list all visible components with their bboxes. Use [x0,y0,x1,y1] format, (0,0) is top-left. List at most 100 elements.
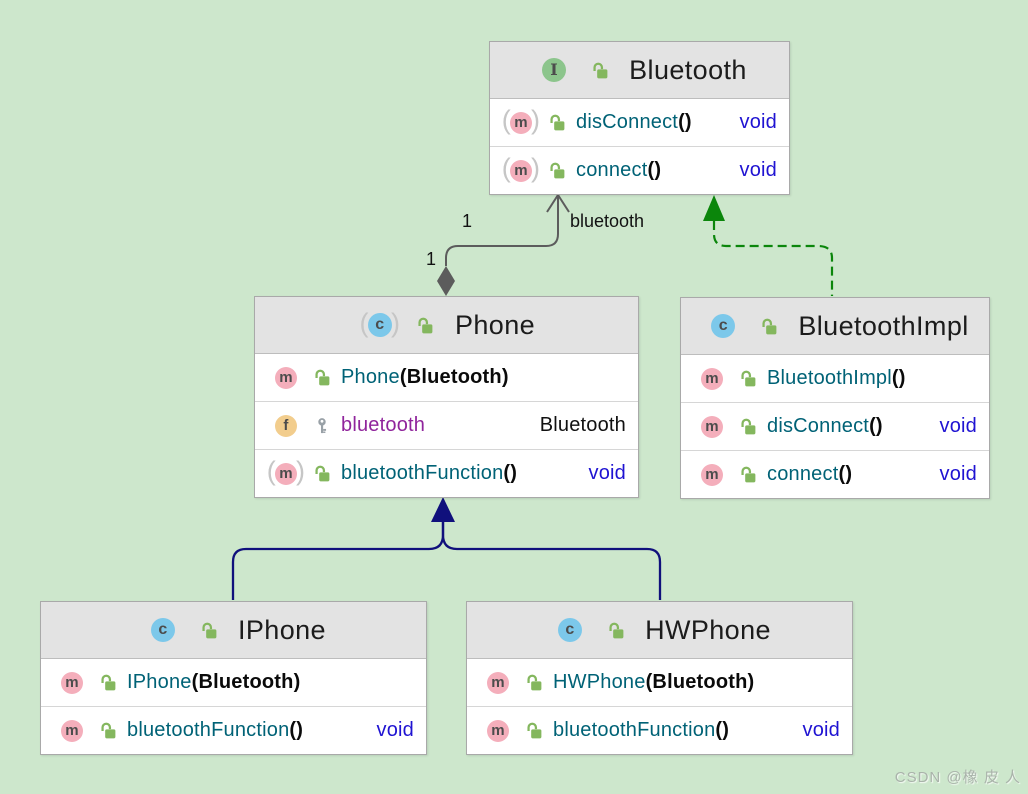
method-badge-icon: m [275,366,297,389]
method-visibility-icon: (m) [499,155,543,186]
member-type: void [802,719,840,741]
abstract-paren-icon: ( [501,105,511,135]
inheritance-edge-hwphone [441,522,662,600]
method-badge-icon: m [487,671,509,694]
field-visibility-icon: f [264,414,308,437]
class-badge-icon: c [367,313,392,337]
member-row-bluetoothfunction[interactable]: m bluetoothFunction() void [41,706,426,754]
class-badge-icon: c [151,618,175,642]
member-name: bluetoothFunction [553,719,716,741]
member-name: Phone [341,366,400,388]
unlocked-icon [593,62,608,78]
method-visibility-icon: m [50,671,94,694]
inheritance-arrowhead-icon [431,497,455,522]
multiplicity-label-source: 1 [426,249,437,269]
member-args: () [503,462,518,484]
field-badge-icon: f [275,414,297,437]
method-visibility-icon: (m) [264,458,308,489]
key-icon [318,417,327,433]
unlocked-icon [740,418,755,435]
unlocked-icon [740,370,755,387]
unlocked-icon [314,369,329,386]
class-title: Phone [454,309,536,340]
member-name: bluetoothFunction [127,719,290,741]
unlocked-icon [314,465,329,482]
unlocked-icon [526,722,541,739]
member-name: disConnect [576,111,679,133]
method-visibility-icon: m [50,719,94,742]
method-badge-icon: m [487,719,509,742]
unlocked-icon [100,674,115,691]
member-type: void [739,159,777,181]
member-args: () [869,415,883,437]
method-badge-icon: m [275,462,297,485]
method-visibility-icon: m [476,719,520,742]
aggregation-diamond-icon [437,266,455,296]
member-row-bluetoothfunction[interactable]: (m)bluetoothFunction()void [255,449,638,497]
realization-edge [712,221,834,296]
member-args: () [891,367,906,389]
class-title: IPhone [238,614,326,645]
method-badge-icon: m [701,415,723,438]
member-row-bluetoothimpl[interactable]: m BluetoothImpl() [681,355,989,402]
class-node-phone[interactable]: (c) Phone m Phone ( Bluetooth) f bluetooth Bluet… [254,296,639,498]
method-visibility-icon: m [690,367,734,390]
multiplicity-label-target: 1 [462,211,473,231]
class-header-bluetooth[interactable]: I Bluetooth [490,42,789,99]
member-args: () [289,719,304,741]
class-title: BluetoothImpl [798,310,969,341]
interface-visibility-icon: I [532,58,576,82]
role-label: bluetooth [570,211,645,231]
method-badge-icon: m [61,671,83,694]
abstract-paren-icon: ( [359,307,369,338]
watermark: CSDN @橡 皮 人 [894,769,1021,786]
inheritance-edge-iphone [231,522,445,600]
method-badge-icon: m [701,463,723,486]
member-args: (Bluetooth) [191,671,301,693]
class-header-phone[interactable]: (c) Phone [255,297,638,354]
method-visibility-icon: m [476,671,520,694]
member-name: BluetoothImpl [767,367,892,389]
realization-arrowhead-icon [703,195,725,221]
method-visibility-icon: m [690,415,734,438]
abstract-paren-icon: ( [266,456,276,486]
member-args: () [647,159,662,181]
member-args: () [838,463,853,485]
class-header-iphone[interactable]: c IPhone [41,602,426,659]
unlocked-icon [762,318,777,334]
member-type: Bluetooth [539,414,626,436]
class-badge-icon: c [711,314,736,338]
class-header-bluetoothimpl[interactable]: c BluetoothImpl [681,298,989,355]
member-name: disConnect [767,415,870,437]
unlocked-icon [526,674,541,691]
member-row-bluetooth[interactable]: f bluetooth Bluetooth [255,401,638,449]
unlocked-icon [100,722,115,739]
member-args: (Bluetooth) [645,671,755,693]
method-visibility-icon: (m) [499,107,543,138]
member-args: () [678,111,692,133]
member-row-disconnect[interactable]: (m)disConnect()void [490,99,789,146]
unlocked-icon [740,466,755,483]
member-name: bluetooth [341,414,426,436]
unlocked-icon [608,622,623,638]
method-badge-icon: m [701,367,723,390]
abstract-paren-icon: ) [390,307,401,338]
unlocked-icon [549,114,564,131]
class-title: HWPhone [645,614,771,645]
class-title: Bluetooth [629,54,747,85]
aggregation-arrowhead-icon [546,193,570,213]
member-type: void [376,719,414,741]
member-row-connect[interactable]: (m)connect()void [490,146,789,194]
member-type: void [588,462,626,484]
